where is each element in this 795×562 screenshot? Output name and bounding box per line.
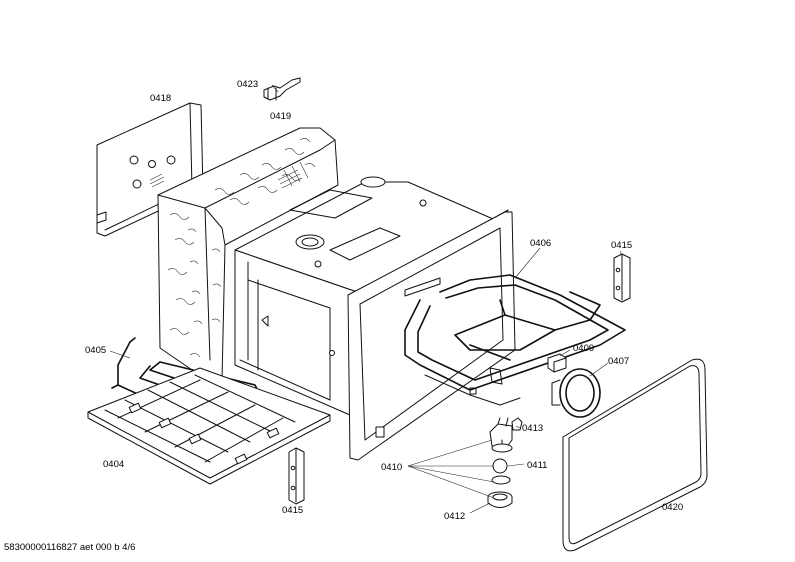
label-0415-bottom: 0415: [282, 505, 303, 516]
part-0419-insulation: [157, 127, 339, 381]
part-0410-lamp-holder: [489, 417, 513, 453]
label-0412: 0412: [444, 511, 465, 522]
part-0411-bulb: [492, 458, 508, 474]
part-0406-grill-heater: [404, 274, 626, 406]
part-0404-bottom-shield: [87, 367, 331, 485]
part-0409-terminal: [547, 353, 567, 373]
part-0412-lamp-cover: [487, 475, 513, 508]
part-0407-ring-heater: [551, 368, 601, 418]
label-0407: 0407: [608, 356, 629, 367]
label-0410: 0410: [381, 462, 402, 473]
part-0415-bracket-top: [613, 253, 631, 303]
part-0415-bracket-bottom: [288, 447, 305, 505]
label-0423: 0423: [237, 79, 258, 90]
label-0419: 0419: [270, 111, 291, 122]
label-0409: 0409: [573, 343, 594, 354]
leader-lines: [109, 84, 623, 514]
part-0420-door-gasket: [562, 358, 708, 552]
part-0418-rear-panel: [96, 102, 204, 237]
label-0404: 0404: [103, 459, 124, 470]
label-0413: 0413: [522, 423, 543, 434]
label-0411: 0411: [527, 460, 547, 471]
label-0406: 0406: [530, 238, 551, 249]
label-0405: 0405: [85, 345, 106, 356]
label-0418: 0418: [150, 93, 171, 104]
part-0413-clip: [511, 417, 523, 431]
label-0415-top: 0415: [611, 240, 632, 251]
label-0420: 0420: [662, 502, 683, 513]
document-id: 58300000116827 aet 000 b 4/6: [4, 542, 136, 553]
part-0423-clip: [263, 77, 301, 101]
